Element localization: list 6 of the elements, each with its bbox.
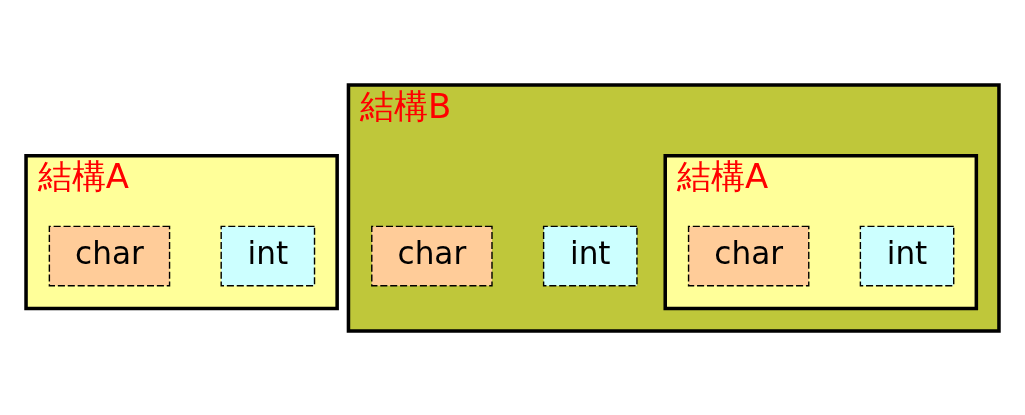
- node-box: int: [542, 225, 638, 286]
- node-box: char: [48, 225, 171, 286]
- node-box: int: [220, 225, 316, 286]
- node-box: char: [371, 225, 493, 286]
- node-box: char: [687, 225, 810, 286]
- node-box: int: [859, 225, 955, 286]
